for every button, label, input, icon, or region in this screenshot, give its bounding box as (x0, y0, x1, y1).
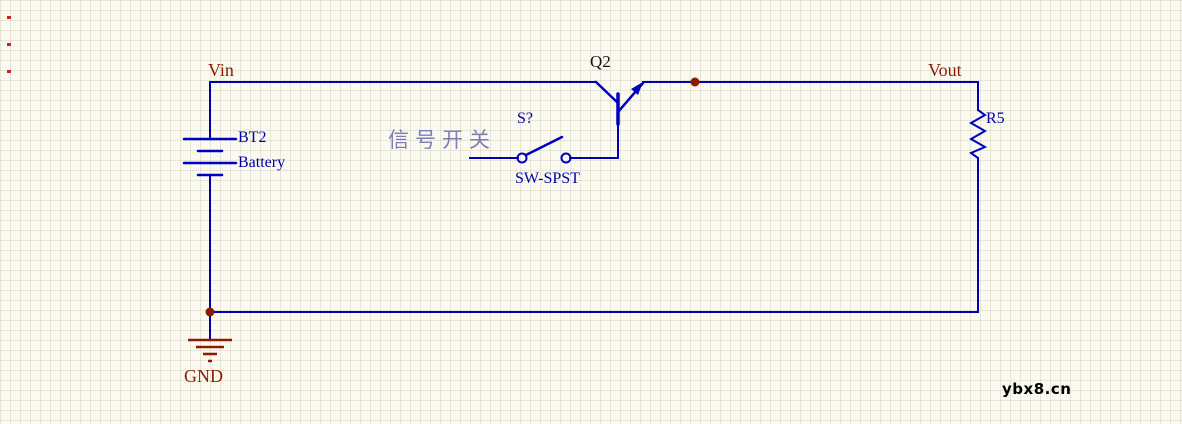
net-label-vout: Vout (928, 60, 962, 80)
transistor-designator: Q2 (590, 52, 611, 71)
wire-bottom (209, 157, 979, 313)
switch-symbol (516, 135, 572, 164)
switch-value: SW-SPST (515, 170, 580, 187)
resistor-designator: R5 (986, 110, 1005, 127)
junction-dot-top (690, 77, 700, 87)
battery-symbol (182, 137, 238, 177)
junction-dots (205, 77, 700, 317)
net-label-gnd: GND (184, 366, 223, 386)
switch-lever (524, 135, 564, 157)
resistor-symbol (968, 109, 988, 159)
wire-switch-to-base (569, 123, 619, 159)
battery-designator: BT2 (238, 129, 267, 146)
watermark-text: ybx8.cn (1002, 380, 1072, 398)
battery-value: Battery (238, 154, 286, 171)
switch-designator: S? (517, 110, 533, 127)
net-label-vin: Vin (208, 60, 234, 80)
transistor-symbol (594, 80, 645, 126)
switch-caption: 信号开关 (388, 128, 496, 152)
ground-symbol (188, 338, 232, 363)
wires (209, 81, 979, 341)
transistor-arrow (631, 82, 643, 95)
junction-dot-bottom (205, 307, 215, 317)
sheet-edge-marks (7, 16, 11, 73)
